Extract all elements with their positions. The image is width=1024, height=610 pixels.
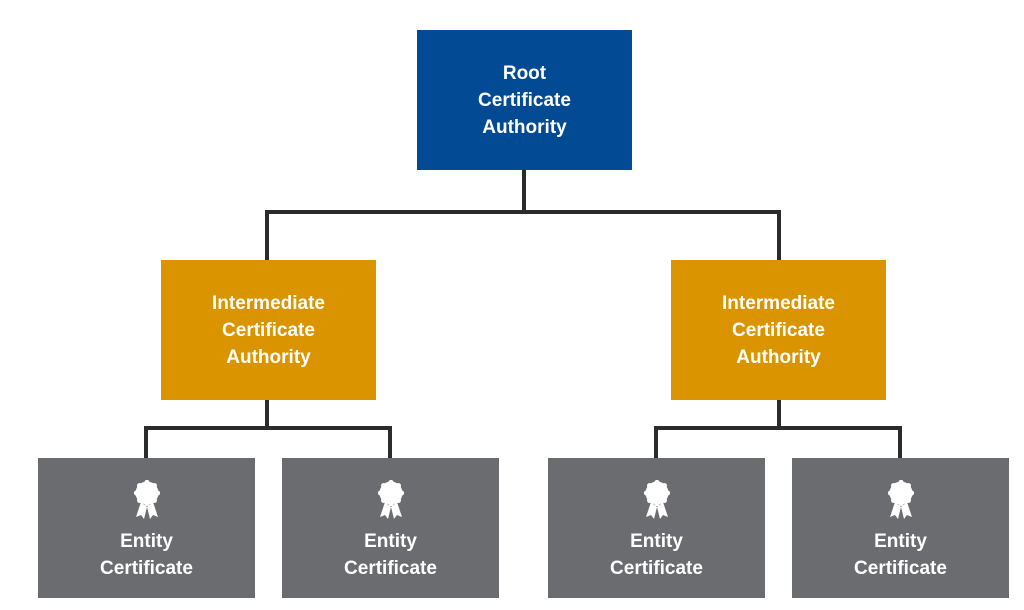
- entity-certificate-box-1: Entity Certificate: [38, 458, 255, 598]
- intermediate-ca-box-right: Intermediate Certificate Authority: [671, 260, 886, 400]
- intermediate-ca-left-label-line-2: Certificate: [222, 319, 315, 341]
- entity-certificate-box-3: Entity Certificate: [548, 458, 765, 598]
- entity-3-label-line-2: Certificate: [610, 558, 703, 579]
- certificate-ribbon-icon: [133, 480, 160, 519]
- entity-1-label-line-1: Entity: [120, 531, 173, 552]
- root-ca-label-line-3: Authority: [482, 116, 567, 138]
- entity-3-label-line-1: Entity: [630, 531, 683, 552]
- root-ca-label-line-2: Certificate: [478, 89, 571, 111]
- entity-4-label-line-2: Certificate: [854, 558, 947, 579]
- certificate-ribbon-icon: [377, 480, 404, 519]
- certificate-ribbon-icon: [887, 480, 914, 519]
- intermediate-ca-left-label-line-1: Intermediate: [212, 292, 325, 314]
- entity-certificate-box-4: Entity Certificate: [792, 458, 1009, 598]
- entity-2-label-line-1: Entity: [364, 531, 417, 552]
- intermediate-ca-right-label-line-3: Authority: [736, 346, 821, 368]
- intermediate-ca-right-label-line-1: Intermediate: [722, 292, 835, 314]
- entity-4-label-line-1: Entity: [874, 531, 927, 552]
- entity-2-label-line-2: Certificate: [344, 558, 437, 579]
- root-ca-label-line-1: Root: [502, 62, 547, 84]
- certificate-ribbon-icon: [643, 480, 670, 519]
- intermediate-ca-box-left: Intermediate Certificate Authority: [161, 260, 376, 400]
- entity-certificate-box-2: Entity Certificate: [282, 458, 499, 598]
- intermediate-ca-left-label-line-3: Authority: [226, 346, 311, 368]
- intermediate-ca-right-label-line-2: Certificate: [732, 319, 825, 341]
- entity-1-label-line-2: Certificate: [100, 558, 193, 579]
- root-ca-box: Root Certificate Authority: [417, 30, 632, 170]
